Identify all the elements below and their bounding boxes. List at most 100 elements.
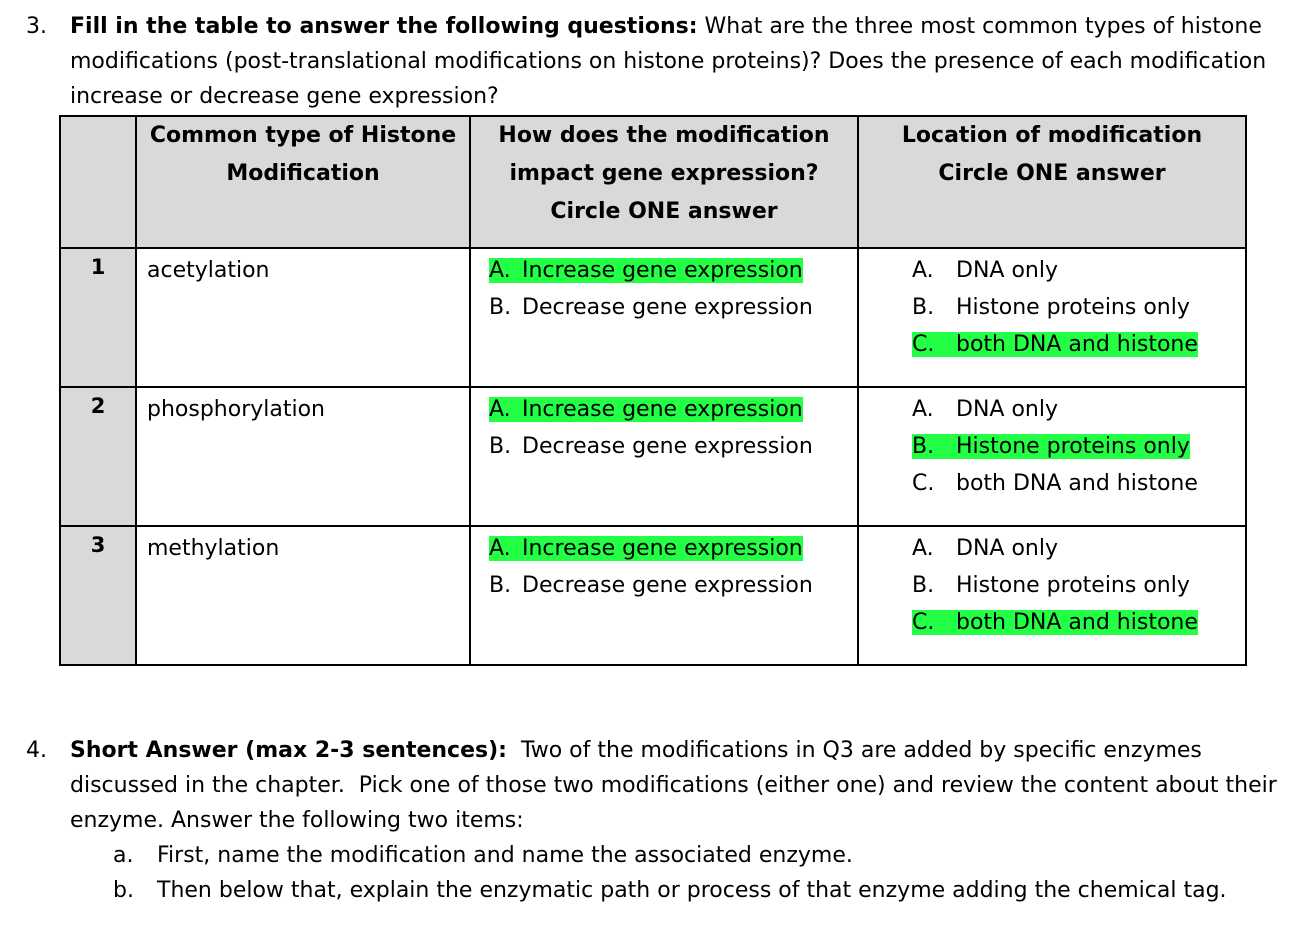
option-highlight: C. both DNA and histone bbox=[912, 610, 1198, 635]
question-3-prompt: Fill in the table to answer the followin… bbox=[70, 9, 1286, 114]
option-text: Decrease gene expression bbox=[522, 295, 813, 320]
item-letter: a. bbox=[113, 843, 134, 868]
header-type-line1: Common type of Histone bbox=[149, 123, 457, 148]
modification-type-cell[interactable]: phosphorylation bbox=[135, 386, 471, 527]
location-option-c[interactable]: C. both DNA and histone bbox=[912, 465, 1245, 502]
option-highlight: A. Increase gene expression bbox=[489, 536, 803, 561]
question-3-prompt-bold: Fill in the table to answer the followin… bbox=[70, 14, 698, 39]
option-letter: B. bbox=[912, 295, 935, 320]
row-number-cell: 3 bbox=[59, 525, 137, 666]
option-highlight: A. Increase gene expression bbox=[489, 258, 803, 283]
option-text: Increase gene expression bbox=[522, 397, 803, 422]
impact-option-b[interactable]: B. Decrease gene expression bbox=[489, 428, 857, 465]
header-location-line1: Location of modification bbox=[901, 123, 1203, 148]
table-row: 2 phosphorylation A. Increase gene expres… bbox=[59, 386, 1247, 527]
question-4-item-a: a. First, name the modification and name … bbox=[113, 838, 1296, 873]
impact-option-a[interactable]: A. Increase gene expression bbox=[489, 391, 857, 428]
modification-type: phosphorylation bbox=[147, 397, 325, 422]
option-letter: C. bbox=[912, 332, 935, 357]
modification-type: acetylation bbox=[147, 258, 270, 283]
option-letter: C. bbox=[912, 610, 935, 635]
impact-option-a[interactable]: A. Increase gene expression bbox=[489, 252, 857, 289]
location-cell: A.DNA only B. Histone proteins only C. bot… bbox=[857, 247, 1247, 388]
option-highlight: B. Histone proteins only bbox=[912, 434, 1190, 459]
question-3-prompt-text: What are the three most common types of … bbox=[70, 14, 1267, 109]
item-text: Then below that, explain the enzymatic p… bbox=[157, 878, 1227, 903]
location-option-c[interactable]: C. both DNA and histone bbox=[912, 326, 1245, 363]
row-number: 1 bbox=[90, 255, 106, 279]
row-number: 3 bbox=[90, 533, 106, 557]
question-4-item-b: b. Then below that, explain the enzymatic… bbox=[113, 873, 1296, 908]
row-number-cell: 2 bbox=[59, 386, 137, 527]
question-4-number: 4. bbox=[26, 738, 47, 763]
option-text: Increase gene expression bbox=[522, 536, 803, 561]
option-highlight: C. both DNA and histone bbox=[912, 332, 1198, 357]
option-text: DNA only bbox=[956, 536, 1058, 561]
option-letter: B. bbox=[489, 573, 512, 598]
question-3-number: 3. bbox=[26, 14, 47, 39]
impact-cell: A. Increase gene expression B. Decrease ge… bbox=[469, 525, 859, 666]
header-number bbox=[59, 115, 137, 249]
option-letter: B. bbox=[489, 295, 512, 320]
impact-cell: A. Increase gene expression B. Decrease ge… bbox=[469, 386, 859, 527]
impact-cell: A. Increase gene expression B. Decrease ge… bbox=[469, 247, 859, 388]
option-letter: B. bbox=[912, 434, 935, 459]
location-option-c[interactable]: C. both DNA and histone bbox=[912, 604, 1245, 641]
option-text: both DNA and histone bbox=[956, 471, 1198, 496]
location-option-b[interactable]: B. Histone proteins only bbox=[912, 567, 1245, 604]
option-letter: A. bbox=[489, 258, 511, 283]
location-cell: A. DNA only B. Histone proteins only C. bot… bbox=[857, 386, 1247, 527]
item-letter: b. bbox=[113, 878, 134, 903]
option-text: Decrease gene expression bbox=[522, 573, 813, 598]
table-row: 1 acetylation A. Increase gene expression… bbox=[59, 247, 1247, 388]
table-header-row: Common type of Histone Modification How … bbox=[59, 115, 1247, 249]
option-text: both DNA and histone bbox=[956, 332, 1198, 357]
option-letter: C. bbox=[912, 471, 935, 496]
option-text: DNA only bbox=[956, 397, 1058, 422]
item-text: First, name the modification and name th… bbox=[157, 843, 853, 868]
option-text: Decrease gene expression bbox=[522, 434, 813, 459]
location-option-b[interactable]: B. Histone proteins only bbox=[912, 289, 1245, 326]
option-text: both DNA and histone bbox=[956, 610, 1198, 635]
histone-modification-table: Common type of Histone Modification How … bbox=[59, 115, 1247, 666]
table-row: 3 methylation A. Increase gene expression… bbox=[59, 525, 1247, 666]
impact-option-a[interactable]: A. Increase gene expression bbox=[489, 530, 857, 567]
row-number-cell: 1 bbox=[59, 247, 137, 388]
question-4-prompt: Short Answer (max 2-3 sentences): Two of… bbox=[70, 733, 1296, 838]
header-type: Common type of Histone Modification bbox=[135, 115, 471, 249]
header-impact-line2: impact gene expression? bbox=[509, 161, 819, 186]
header-impact-line1: How does the modification bbox=[498, 123, 830, 148]
header-impact: How does the modification impact gene ex… bbox=[469, 115, 859, 249]
location-option-a[interactable]: A. DNA only bbox=[912, 391, 1245, 428]
modification-type-cell[interactable]: acetylation bbox=[135, 247, 471, 388]
option-letter: A. bbox=[912, 258, 934, 283]
location-cell: A. DNA only B. Histone proteins only C. bot… bbox=[857, 525, 1247, 666]
option-letter: A. bbox=[912, 397, 934, 422]
header-type-line2: Modification bbox=[226, 161, 380, 186]
header-location: Location of modification Circle ONE answ… bbox=[857, 115, 1247, 249]
question-4-prompt-bold: Short Answer (max 2-3 sentences): bbox=[70, 738, 507, 763]
option-letter: A. bbox=[489, 397, 511, 422]
option-letter: A. bbox=[912, 536, 934, 561]
location-option-b[interactable]: B. Histone proteins only bbox=[912, 428, 1245, 465]
question-4: 4. Short Answer (max 2-3 sentences): Two… bbox=[26, 733, 1296, 908]
row-number: 2 bbox=[90, 394, 106, 418]
header-location-line2: Circle ONE answer bbox=[938, 161, 1166, 186]
question-4-prompt-text: Two of the modifications in Q3 are added… bbox=[70, 738, 1284, 833]
modification-type: methylation bbox=[147, 536, 280, 561]
option-text: Histone proteins only bbox=[956, 434, 1190, 459]
option-text: Histone proteins only bbox=[956, 573, 1190, 598]
option-highlight: A. Increase gene expression bbox=[489, 397, 803, 422]
modification-type-cell[interactable]: methylation bbox=[135, 525, 471, 666]
option-letter: B. bbox=[489, 434, 512, 459]
question-3: 3. Fill in the table to answer the follo… bbox=[26, 9, 1286, 114]
option-text: Histone proteins only bbox=[956, 295, 1190, 320]
impact-option-b[interactable]: B. Decrease gene expression bbox=[489, 289, 857, 326]
option-letter: B. bbox=[912, 573, 935, 598]
location-option-a[interactable]: A.DNA only bbox=[912, 252, 1245, 289]
location-option-a[interactable]: A. DNA only bbox=[912, 530, 1245, 567]
option-text: Increase gene expression bbox=[522, 258, 803, 283]
impact-option-b[interactable]: B. Decrease gene expression bbox=[489, 567, 857, 604]
option-letter: A. bbox=[489, 536, 511, 561]
header-impact-line3: Circle ONE answer bbox=[550, 199, 778, 224]
